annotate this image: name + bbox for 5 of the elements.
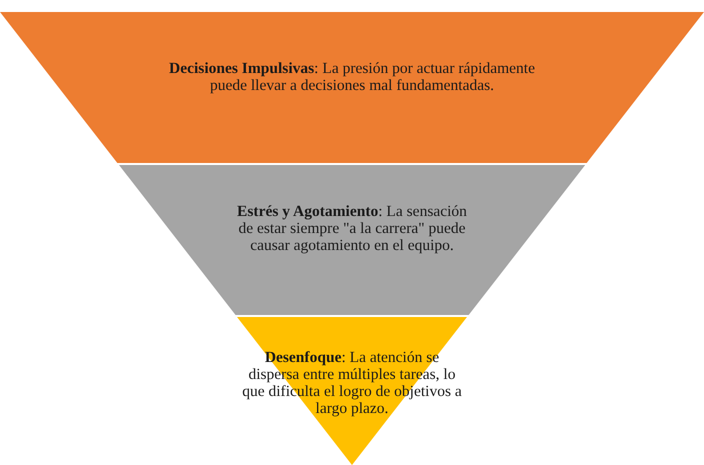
band-text: Estrés y Agotamiento: La sensación de estar siempre "a la carrera" puede causar agotamiento en el equipo.	[236, 203, 468, 254]
pyramid-band	[236, 317, 467, 465]
pyramid-band	[118, 165, 586, 315]
pyramid-band	[0, 12, 704, 163]
band-text: Decisiones Impulsivas: La presión por actuar rápidamente puede llevar a decisiones mal fundamentadas.	[168, 60, 536, 94]
